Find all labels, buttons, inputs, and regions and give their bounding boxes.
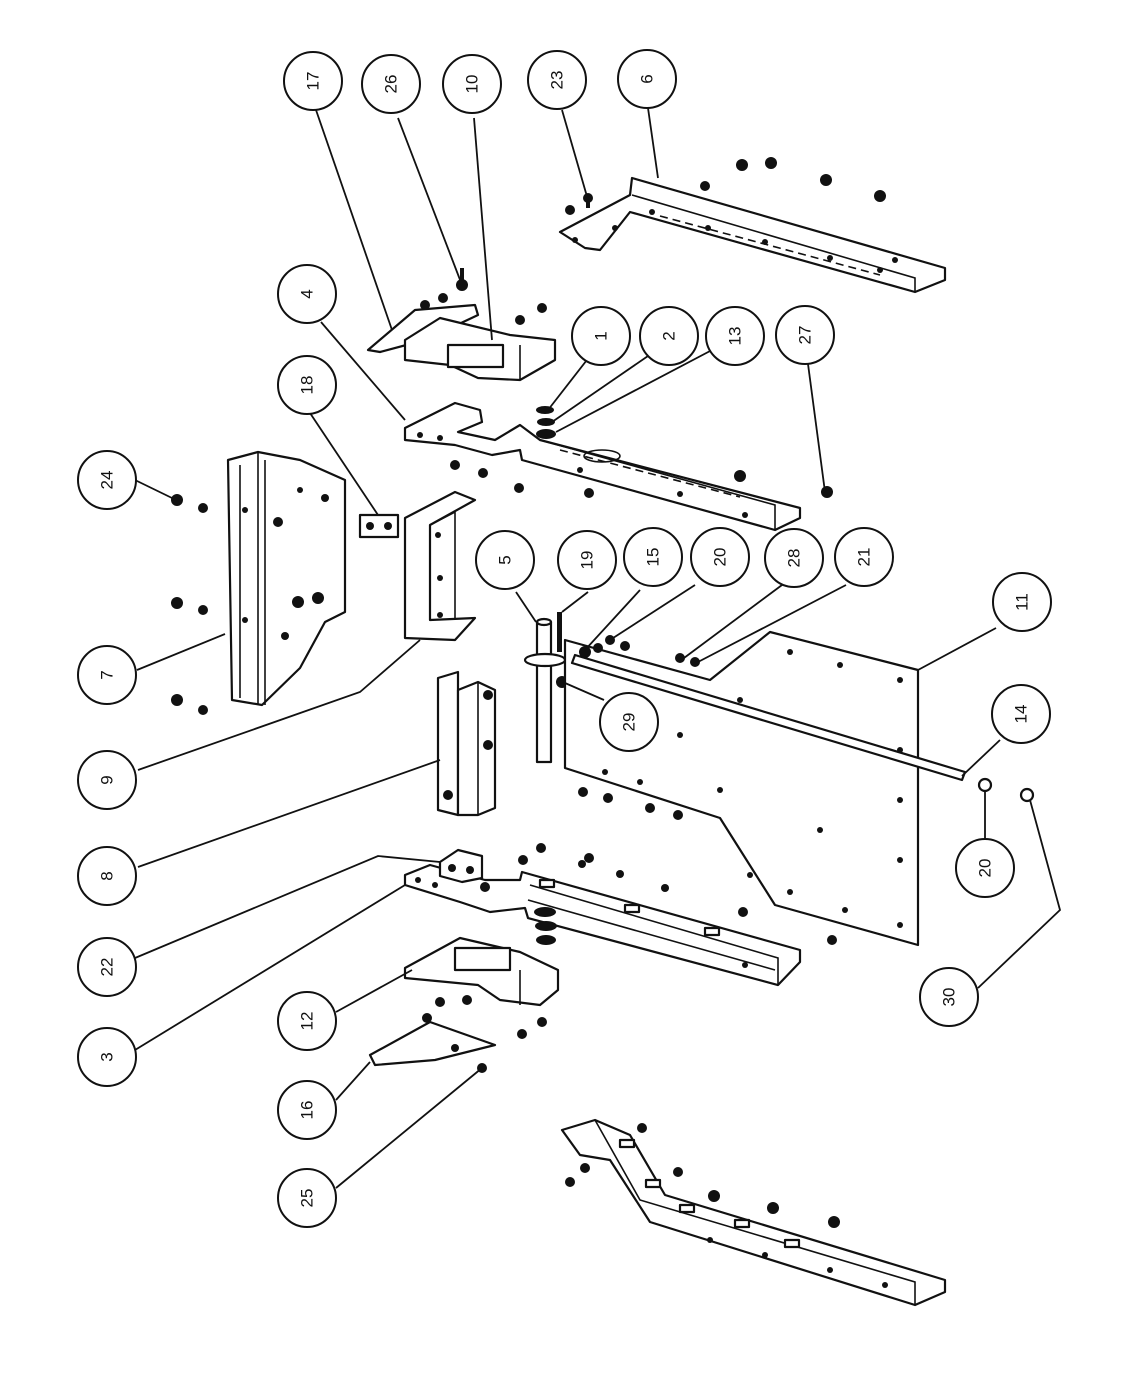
svg-text:24: 24 [98,471,117,490]
svg-text:12: 12 [298,1012,317,1031]
callout-21: 21 [834,527,894,587]
part-4-rail [403,401,802,532]
svg-text:10: 10 [463,75,482,94]
callout-16: 16 [277,1080,337,1140]
part-4-hardware [450,406,833,498]
svg-text:19: 19 [578,551,597,570]
bottom-rail-screws [565,1123,840,1228]
svg-text:25: 25 [298,1189,317,1208]
svg-text:9: 9 [98,775,117,784]
callout-4: 4 [277,264,337,324]
svg-text:26: 26 [382,75,401,94]
svg-text:20: 20 [711,548,730,567]
svg-text:29: 29 [620,713,639,732]
svg-text:8: 8 [98,871,117,880]
callout-20-bottom: 20 [955,838,1015,898]
callout-13: 13 [705,306,765,366]
part-6-screws [700,157,886,202]
callout-14: 14 [991,684,1051,744]
part-9-u-bracket [403,490,477,642]
part-15-20-28-21-hardware [579,635,700,667]
svg-text:17: 17 [304,72,323,91]
svg-text:13: 13 [726,327,745,346]
callout-15: 15 [623,527,683,587]
callout-25: 25 [277,1168,337,1228]
callout-30: 30 [919,967,979,1027]
part-12-screws [422,995,547,1039]
part-17-bracket [366,303,557,382]
callout-27: 27 [775,305,835,365]
part-23-screws [565,193,593,215]
callout-8: 8 [77,846,137,906]
part-22-bracket [438,848,484,884]
callout-11: 11 [992,572,1052,632]
callout-7: 7 [77,645,137,705]
svg-text:27: 27 [796,326,815,345]
bottom-rail [560,1118,947,1307]
svg-text:5: 5 [496,555,515,564]
callout-29: 29 [599,692,659,752]
callout-20-top: 20 [690,527,750,587]
leader-lines [134,107,1062,1189]
callout-12: 12 [277,991,337,1051]
svg-text:6: 6 [638,74,657,83]
part-20-nut [977,777,993,793]
callout-6: 6 [617,49,677,109]
part-19-bolt [557,612,562,652]
part-7-side-plate [226,450,347,707]
part-3-lower-rail [403,863,802,987]
svg-text:20: 20 [976,859,995,878]
part-3-hardware [480,843,748,945]
callout-23: 23 [527,50,587,110]
callout-22: 22 [77,937,137,997]
svg-text:1: 1 [592,331,611,340]
svg-text:15: 15 [644,548,663,567]
svg-text:7: 7 [98,670,117,679]
part-8-channel [436,670,497,817]
callout-17: 17 [283,51,343,111]
part-30-nut [1019,787,1035,803]
callout-24: 24 [77,450,137,510]
svg-text:30: 30 [940,988,959,1007]
callout-19: 19 [557,530,617,590]
svg-text:4: 4 [298,289,317,298]
svg-text:16: 16 [298,1101,317,1120]
part-6-top-rail [558,176,947,294]
svg-text:23: 23 [548,71,567,90]
callout-3: 3 [77,1027,137,1087]
callout-18: 18 [277,355,337,415]
part-5-post [523,617,568,764]
svg-text:18: 18 [298,376,317,395]
svg-text:11: 11 [1013,593,1032,611]
svg-text:21: 21 [855,548,874,567]
part-18-hinge [358,513,400,539]
part-12-bracket [403,936,560,1007]
callout-9: 9 [77,750,137,810]
callout-1: 1 [571,306,631,366]
svg-text:28: 28 [785,549,804,568]
svg-text:22: 22 [98,958,117,977]
svg-text:3: 3 [98,1052,117,1061]
callout-26: 26 [361,54,421,114]
svg-text:14: 14 [1012,705,1031,724]
callout-5: 5 [475,530,535,590]
part-24-screws [171,494,208,715]
part-14-rod [570,653,967,782]
callout-10: 10 [442,54,502,114]
callout-2: 2 [639,306,699,366]
svg-text:2: 2 [660,331,679,340]
part-11-screws [578,787,837,945]
part-16-brace [368,1020,497,1073]
callout-28: 28 [764,528,824,588]
